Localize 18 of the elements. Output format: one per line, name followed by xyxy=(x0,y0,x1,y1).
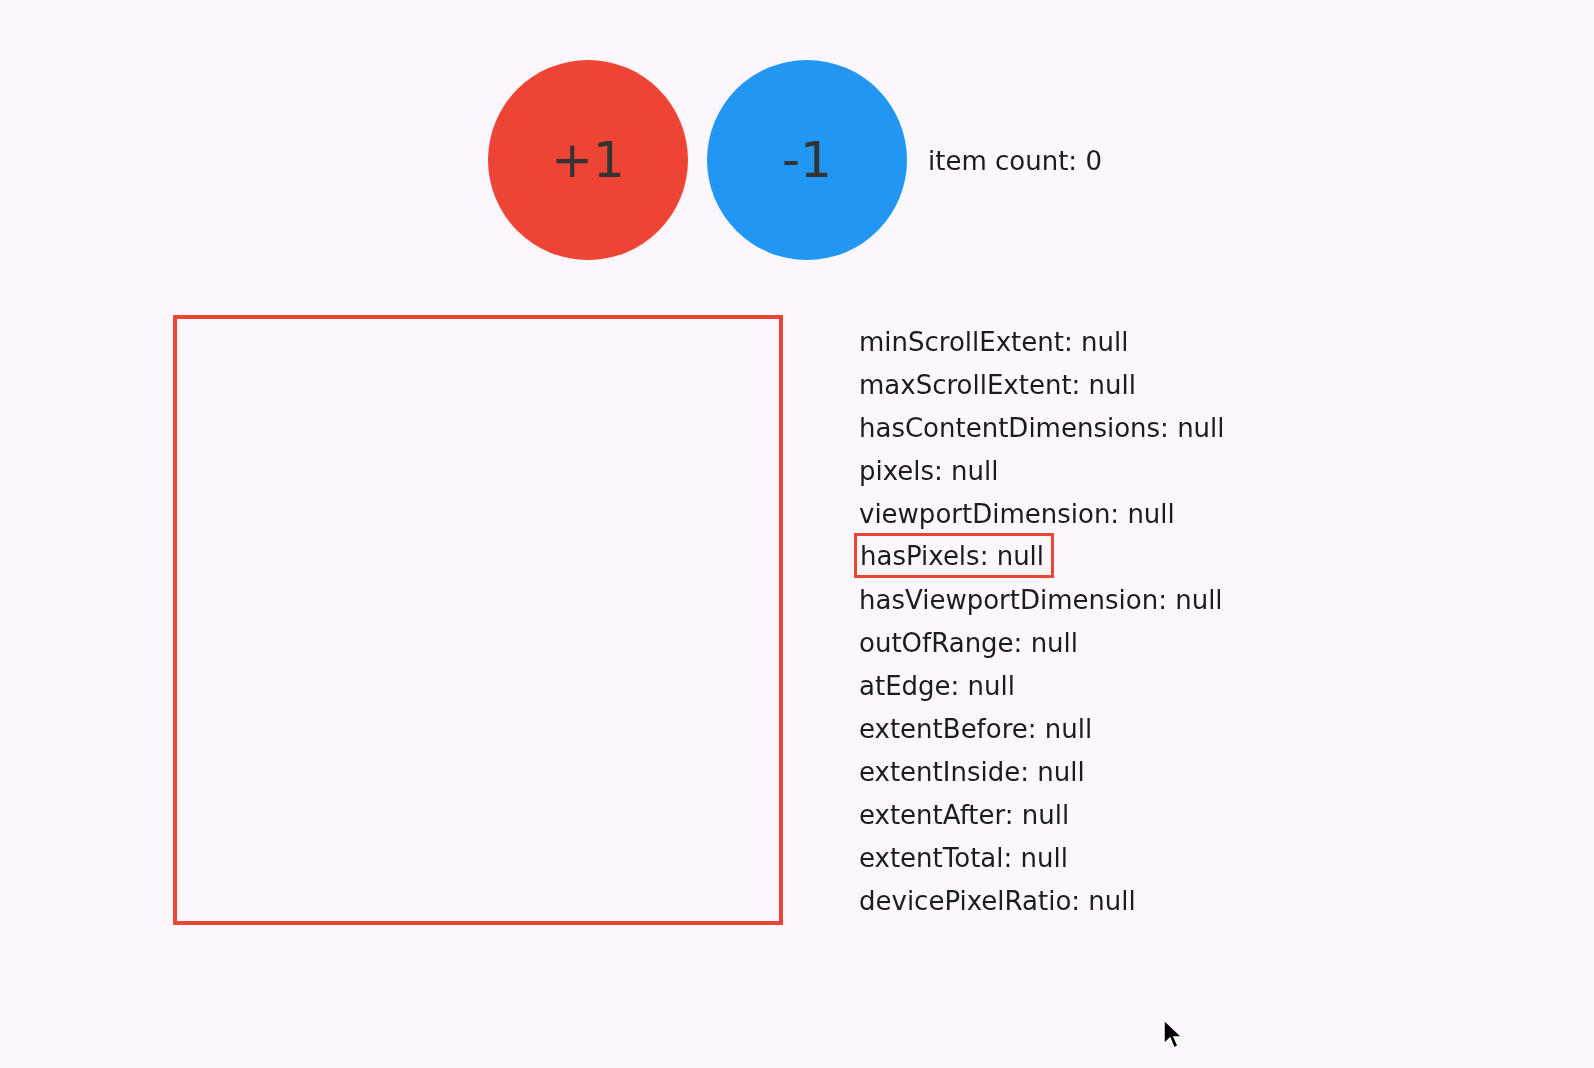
label-text: pixels: null xyxy=(859,455,999,487)
label-text: outOfRange: null xyxy=(859,627,1079,659)
label-text: extentTotal: null xyxy=(859,842,1068,874)
label-text: extentInside: null xyxy=(859,756,1085,788)
label-text: extentAfter: null xyxy=(859,799,1070,831)
label-text: maxScrollExtent: null xyxy=(859,369,1137,401)
highlighted-text: hasPixels: null xyxy=(854,533,1054,578)
label-text: hasViewportDimension: null xyxy=(859,584,1223,616)
scroll-view-frame xyxy=(173,315,783,925)
label-text: viewportDimension: null xyxy=(859,498,1175,530)
label-text: atEdge: null xyxy=(859,670,1015,702)
decrement-button: -1 xyxy=(707,60,907,260)
label-text: minScrollExtent: null xyxy=(859,326,1129,358)
label-text: extentBefore: null xyxy=(859,713,1093,745)
label-text: devicePixelRatio: null xyxy=(859,885,1136,917)
label-text: hasContentDimensions: null xyxy=(859,412,1225,444)
increment-button: +1 xyxy=(488,60,688,260)
label-text: item count: 0 xyxy=(928,145,1102,177)
